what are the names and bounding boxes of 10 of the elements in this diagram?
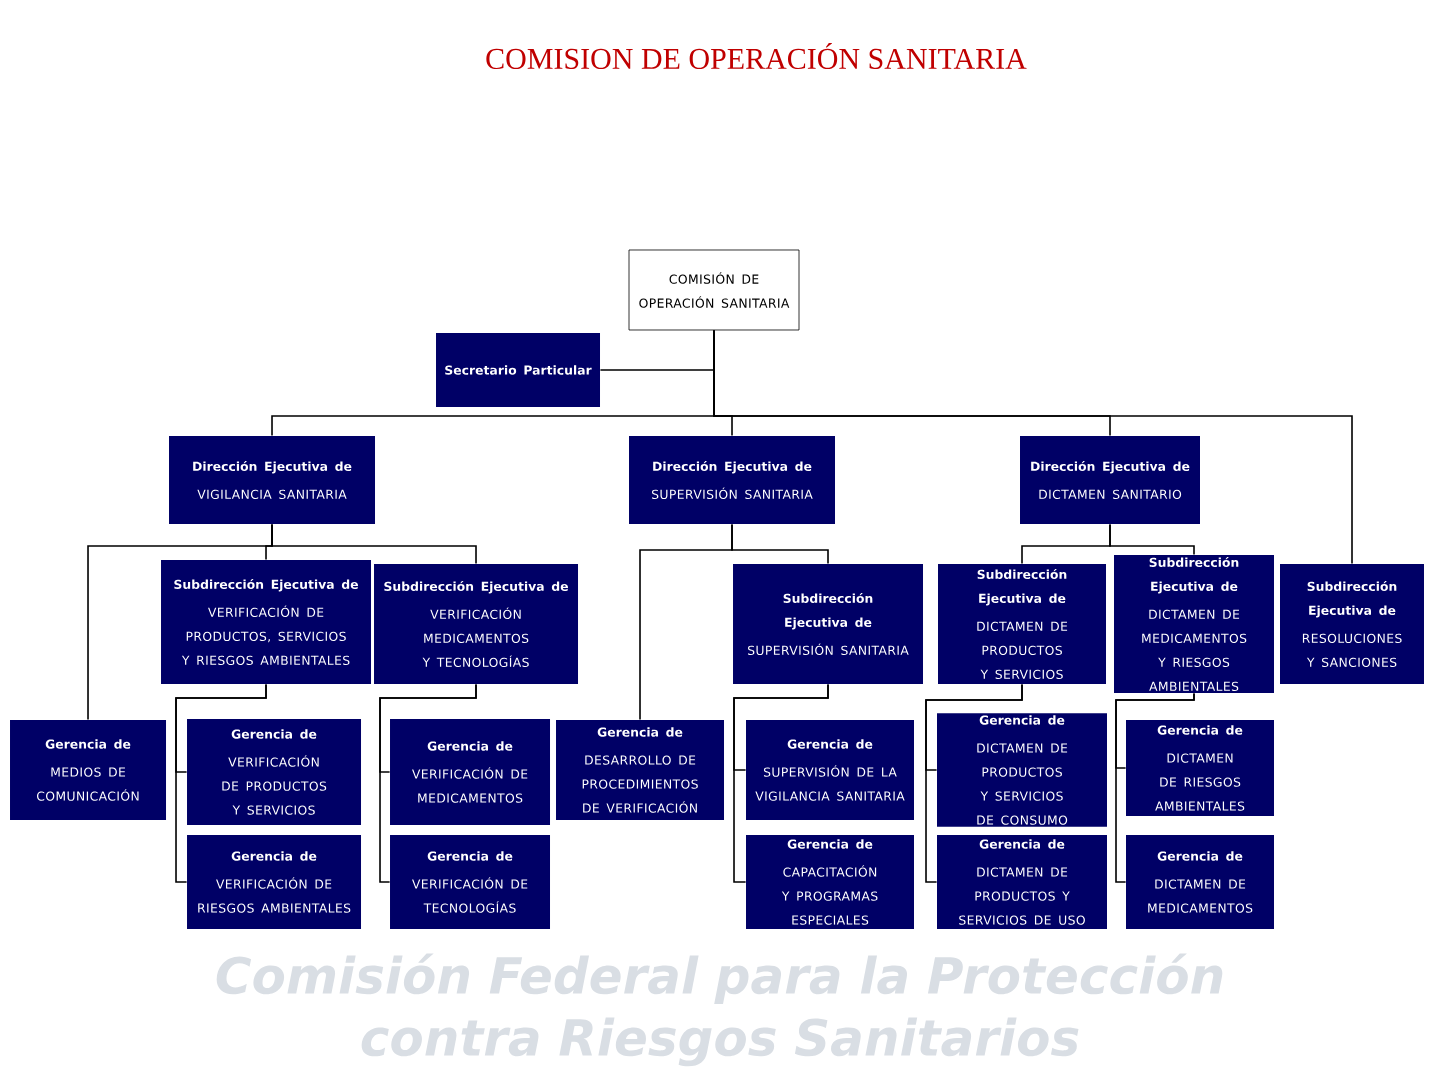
- connector-line: [1109, 523, 1195, 556]
- connector-line: [713, 329, 1353, 565]
- connector-line: [271, 523, 477, 565]
- connector-line: [733, 683, 829, 883]
- connector-line: [1115, 692, 1195, 883]
- title: COMISION DE OPERACIÓN SANITARIA: [486, 42, 1027, 69]
- connector-line: [175, 683, 267, 883]
- connector-line: [925, 683, 1023, 883]
- connector-line: [379, 683, 477, 883]
- connector-line: [731, 523, 829, 565]
